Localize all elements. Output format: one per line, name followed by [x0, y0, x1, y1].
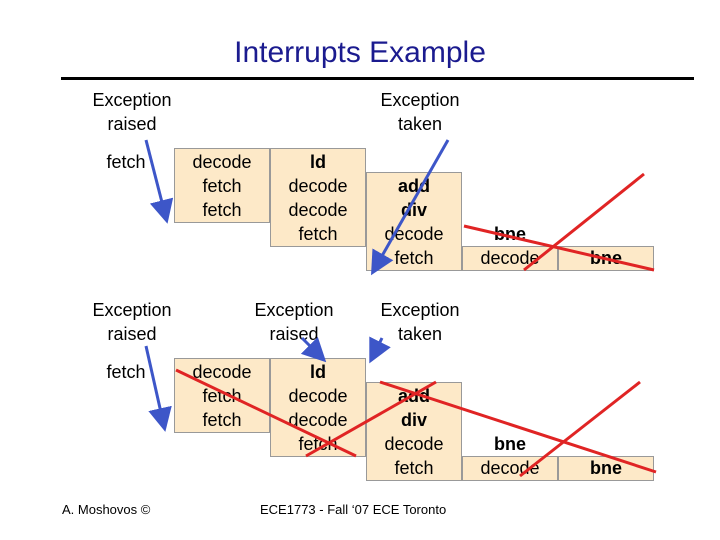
stage-fetch: fetch: [106, 152, 146, 172]
label-exception-taken: Exception taken: [380, 90, 460, 134]
footer-course: ECE1773 - Fall ‘07 ECE Toronto: [260, 502, 447, 517]
stage-decode: decode: [288, 410, 348, 430]
stage-fetch: fetch: [202, 200, 242, 220]
stage-decode: decode: [192, 152, 252, 172]
stage-decode: decode: [480, 248, 540, 268]
stage-ld: ld: [310, 362, 326, 382]
stage-bne: bne: [493, 434, 526, 454]
stage-bne: bne: [493, 224, 526, 244]
pipeline-box: [270, 148, 366, 247]
label-exception-raised: Exception raised: [92, 90, 172, 134]
stage-add: add: [397, 386, 430, 406]
stage-decode: decode: [480, 458, 540, 478]
stage-fetch: fetch: [106, 362, 146, 382]
stage-fetch: fetch: [394, 248, 434, 268]
stage-bne: bne: [589, 248, 622, 268]
stage-decode: decode: [288, 176, 348, 196]
stage-div: div: [400, 200, 427, 220]
slide-title: Interrupts Example: [234, 36, 486, 69]
label-exception-raised: Exception raised: [254, 300, 334, 344]
stage-fetch: fetch: [394, 458, 434, 478]
stage-decode: decode: [288, 200, 348, 220]
label-exception-taken: Exception taken: [380, 300, 460, 344]
label-exception-raised: Exception raised: [92, 300, 172, 344]
stage-fetch: fetch: [298, 434, 338, 454]
stage-decode: decode: [288, 386, 348, 406]
stage-div: div: [400, 410, 427, 430]
stage-fetch: fetch: [202, 386, 242, 406]
stage-decode: decode: [192, 362, 252, 382]
stage-bne: bne: [589, 458, 622, 478]
stage-fetch: fetch: [202, 410, 242, 430]
stage-ld: ld: [310, 152, 326, 172]
footer-author: A. Moshovos ©: [62, 502, 151, 517]
stage-fetch: fetch: [298, 224, 338, 244]
arrow-icon: [144, 345, 172, 432]
stage-decode: decode: [384, 224, 444, 244]
stage-decode: decode: [384, 434, 444, 454]
title-divider: [61, 77, 694, 80]
stage-fetch: fetch: [202, 176, 242, 196]
pipeline-box: [174, 148, 270, 223]
stage-add: add: [397, 176, 430, 196]
